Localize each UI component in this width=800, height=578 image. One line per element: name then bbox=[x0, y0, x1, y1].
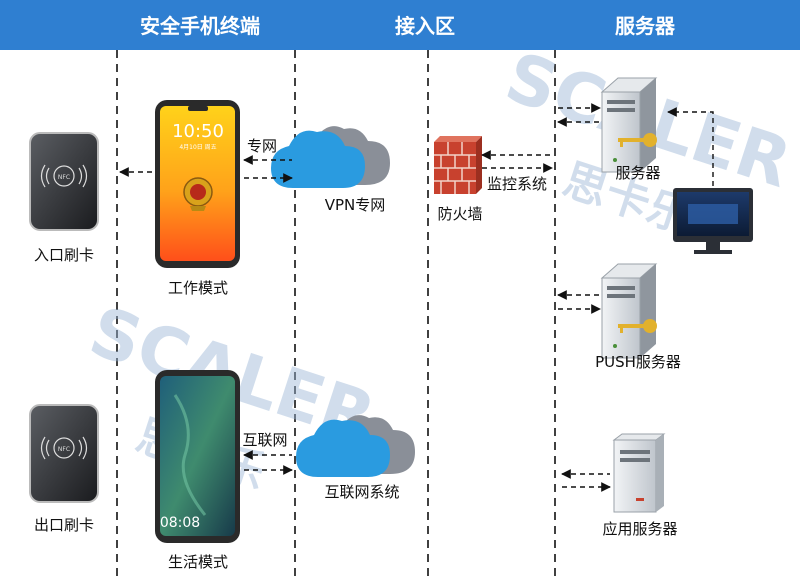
life-phone-time: 08:08 bbox=[160, 515, 200, 531]
key-icon bbox=[618, 133, 657, 147]
work-mode-label: 工作模式 bbox=[168, 279, 228, 297]
internet-label: 互联网 bbox=[242, 431, 287, 449]
work-mode-phone: 10:50 4月10日 周五 bbox=[155, 100, 240, 268]
header-bar bbox=[0, 0, 800, 50]
monitor-system-label: 监控系统 bbox=[487, 175, 547, 193]
push-server-label: PUSH服务器 bbox=[595, 353, 681, 371]
push-server-icon bbox=[600, 263, 658, 359]
nfc-icon: NFC bbox=[40, 436, 88, 460]
svg-text:NFC: NFC bbox=[58, 446, 70, 453]
life-mode-phone: 08:08 bbox=[155, 370, 240, 543]
life-mode-label: 生活模式 bbox=[168, 553, 228, 571]
nfc-icon: NFC bbox=[40, 164, 88, 188]
key-icon bbox=[618, 319, 657, 333]
server-label: 服务器 bbox=[615, 164, 660, 182]
vpn-label: VPN专网 bbox=[325, 196, 386, 214]
entry-card-label: 入口刷卡 bbox=[34, 246, 94, 264]
app-server-icon bbox=[612, 433, 666, 513]
firewall-icon bbox=[434, 136, 482, 194]
firewall-label: 防火墙 bbox=[437, 205, 482, 223]
svg-text:NFC: NFC bbox=[58, 174, 70, 181]
header-access-zone: 接入区 bbox=[395, 14, 455, 38]
vpn-cloud-icon bbox=[271, 126, 390, 188]
entry-nfc-card: NFC bbox=[29, 132, 99, 231]
header-servers: 服务器 bbox=[615, 14, 676, 38]
police-emblem-icon bbox=[183, 177, 213, 211]
header-mobile-terminal: 安全手机终端 bbox=[140, 14, 260, 38]
monitor-icon bbox=[673, 188, 753, 254]
exit-nfc-card: NFC bbox=[29, 404, 99, 503]
internet-system-label: 互联网系统 bbox=[324, 483, 399, 501]
exit-card-label: 出口刷卡 bbox=[34, 516, 94, 534]
app-server-label: 应用服务器 bbox=[602, 520, 677, 538]
work-phone-date: 4月10日 周五 bbox=[179, 144, 216, 151]
arrow-monitor-server bbox=[667, 107, 714, 186]
dedicated-net-label: 专网 bbox=[247, 137, 277, 155]
work-phone-time: 10:50 bbox=[172, 121, 224, 142]
server-icon bbox=[600, 77, 658, 173]
internet-cloud-icon bbox=[296, 415, 415, 477]
